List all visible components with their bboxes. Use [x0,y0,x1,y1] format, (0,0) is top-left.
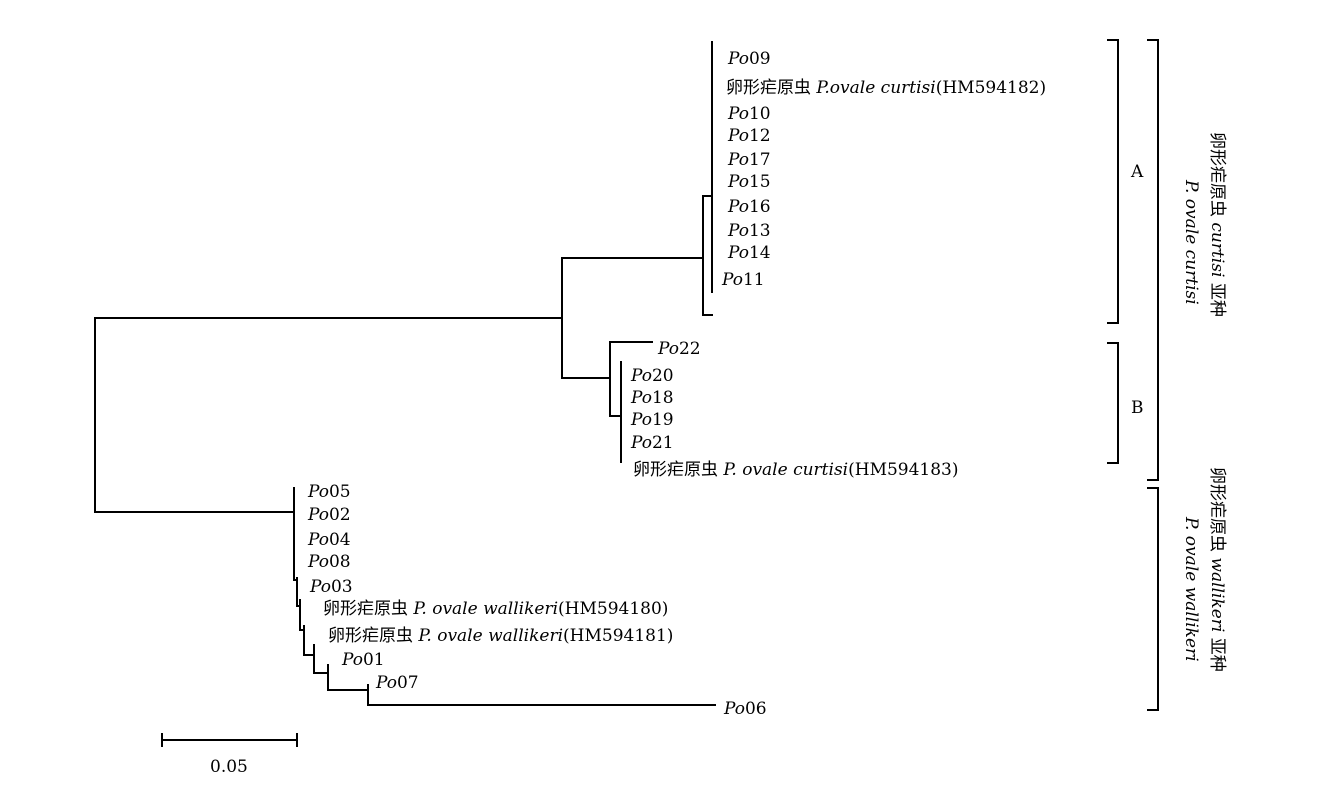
tip-label: Po08 [308,552,351,572]
tip-label: Po05 [308,482,351,502]
scale-bar-label: 0.05 [210,757,248,777]
clade-a-bracket [1107,39,1119,324]
curtisi-subspecies-label: 卵形疟原虫 curtisi 亚种 [1207,132,1227,317]
tip-label: Po07 [376,673,419,693]
tip-label: Po06 [724,699,767,719]
tip-label: Po02 [308,505,351,525]
tip-label: Po12 [728,126,771,146]
curtisi-latin-label: P. ovale curtisi [1181,180,1201,305]
clade-b-bracket [1107,342,1119,464]
tip-label: Po22 [658,339,701,359]
tip-label: Po11 [722,270,765,290]
tip-label: Po15 [728,172,771,192]
tip-label: Po17 [728,150,771,170]
tip-label: Po21 [631,433,674,453]
tip-label: Po01 [342,650,385,670]
clade-b-label: B [1131,398,1144,418]
tip-label: Po19 [631,410,674,430]
tip-label: Po14 [728,243,771,263]
tip-label: Po10 [728,104,771,124]
reference-tip-label: 卵形疟原虫 P.ovale curtisi(HM594182) [726,78,1047,98]
tip-label: Po16 [728,197,771,217]
wallikeri-bracket [1147,487,1159,711]
tip-label: Po03 [310,577,353,597]
clade-a-label: A [1131,162,1144,182]
reference-tip-label: 卵形疟原虫 P. ovale curtisi(HM594183) [633,460,959,480]
tip-label: Po18 [631,388,674,408]
tip-label: Po13 [728,221,771,241]
tip-label: Po20 [631,366,674,386]
tip-label: Po04 [308,530,351,550]
curtisi-bracket [1147,39,1159,481]
reference-tip-label: 卵形疟原虫 P. ovale wallikeri(HM594181) [328,626,674,646]
wallikeri-subspecies-label: 卵形疟原虫 wallikeri 亚种 [1207,467,1227,672]
wallikeri-latin-label: P. ovale wallikeri [1181,517,1201,662]
tip-label: Po09 [728,49,771,69]
reference-tip-label: 卵形疟原虫 P. ovale wallikeri(HM594180) [323,599,669,619]
